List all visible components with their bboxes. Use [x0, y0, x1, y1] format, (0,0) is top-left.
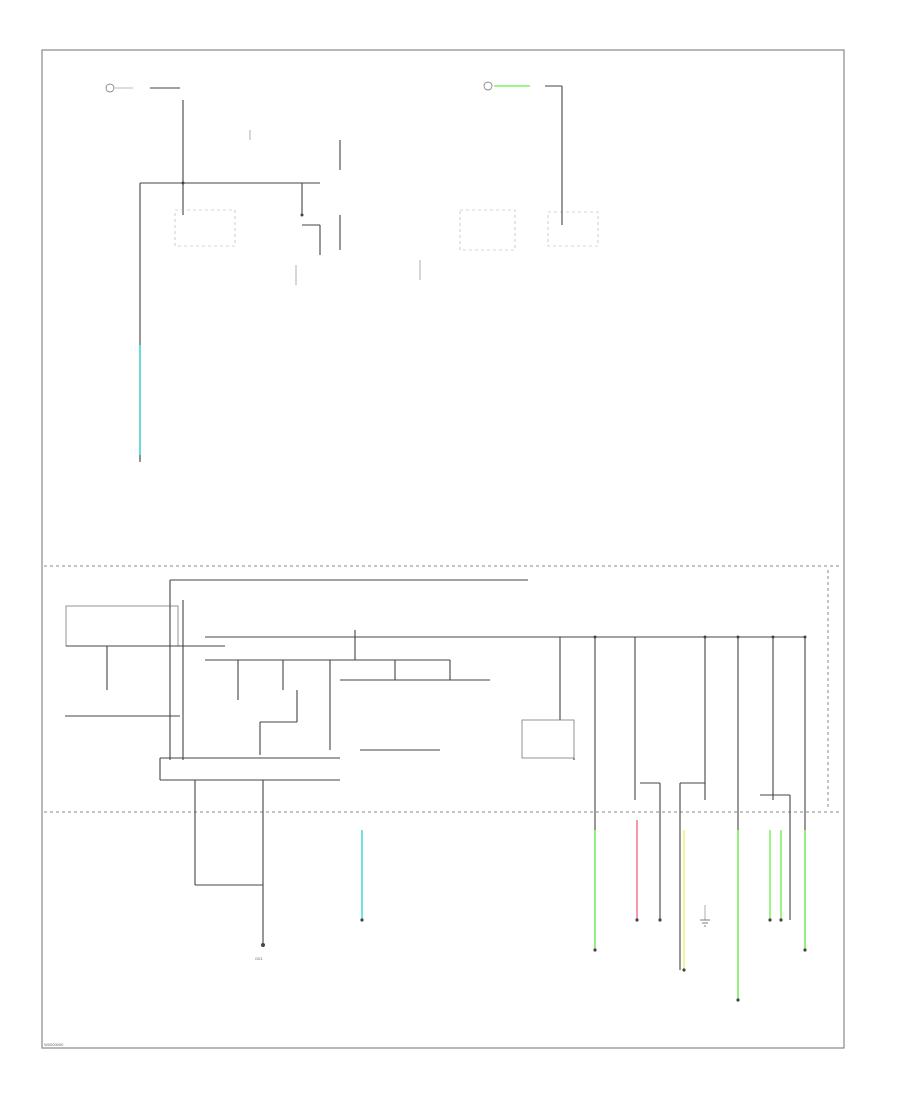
ground-symbol [700, 919, 710, 927]
lower-circuit [65, 579, 807, 1002]
upper-relay-box-1 [174, 209, 236, 247]
ground-label: G01 [255, 956, 263, 961]
top-mid-switch-symbol [483, 81, 493, 91]
diagram-frame [41, 49, 845, 1049]
figure-id: W0000000 [44, 1042, 64, 1047]
top-left-switch-symbol [105, 83, 115, 93]
upper-relay-box-3 [547, 211, 599, 247]
upper-relay-box-2 [459, 209, 516, 251]
right-relay-box [521, 719, 575, 759]
upper-circuit [105, 81, 599, 462]
left-relay-block [65, 605, 179, 647]
